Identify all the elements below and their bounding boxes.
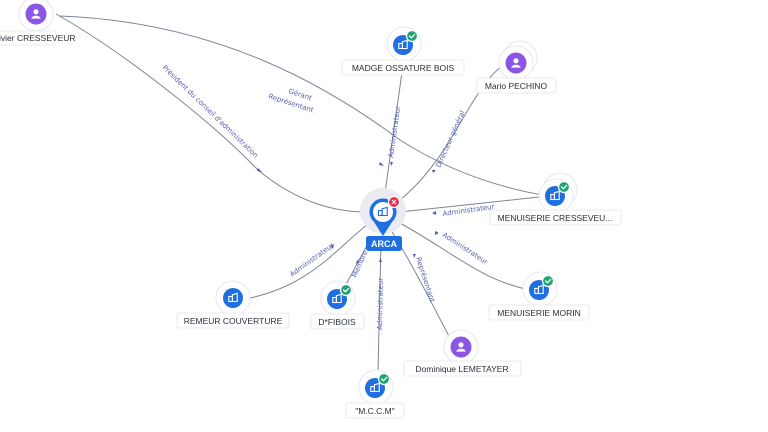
edge-olivier-menuiserie[interactable] [59, 15, 549, 197]
edge-label-remeur: Administrateur [288, 241, 335, 278]
arrow-madge [390, 162, 393, 166]
edge-menuiserie-cresseveur[interactable] [399, 195, 549, 213]
node-dominique-lemetayer[interactable]: Dominique LEMETAYER [403, 329, 522, 377]
edge-arrows [257, 162, 439, 264]
company-disc [223, 288, 243, 308]
close-badge-icon [391, 199, 397, 205]
node-label-bg [176, 312, 290, 329]
arrow-dominique [413, 254, 416, 258]
node-label-bg [476, 77, 557, 94]
node-label: Mario PECHINO [485, 81, 548, 91]
arrow-remeur [330, 244, 334, 249]
edge-olivier-center[interactable] [55, 13, 367, 213]
verified-badge [339, 283, 353, 297]
building-icon [377, 206, 388, 217]
node-menuiserie-morin[interactable]: MENUISERIE MORIN [488, 271, 590, 321]
verified-badge [405, 29, 419, 43]
node-remeur-couverture[interactable]: REMEUR COUVERTURE [176, 280, 290, 329]
arrow-olivier-center [257, 168, 262, 172]
node-label: REMEUR COUVERTURE [184, 316, 283, 326]
edge-mccm[interactable] [377, 241, 382, 373]
edges [55, 13, 549, 373]
edge-madge[interactable] [383, 57, 405, 201]
node-dfibois[interactable]: D*FIBOIS [310, 280, 365, 330]
edge-remeur[interactable] [249, 223, 369, 299]
node-label-bg [488, 304, 590, 321]
arrow-menuiserie-cresseveur [432, 211, 436, 215]
center-pin-inner [373, 202, 393, 222]
node-madge-ossature-bois[interactable]: MADGE OSSATURE BOIS [341, 26, 465, 76]
node-olivier[interactable]: ivier CRESSEVEUR [0, 0, 76, 46]
arrow-morin [435, 231, 439, 235]
node-label-bg [489, 209, 622, 226]
node-label-bg [0, 30, 57, 46]
node-label-bg [345, 402, 405, 419]
verified-badge [377, 372, 391, 386]
arrow-mccm [379, 258, 382, 262]
arrow-mario [432, 170, 436, 173]
node-label: MENUISERIE CRESSEVEU... [498, 213, 613, 223]
node-menuiserie-cresseveur[interactable]: MENUISERIE CRESSEVEU... [489, 172, 622, 226]
edge-label-mario: Directeur général [435, 109, 467, 168]
edge-label-morin: Administrateur [441, 231, 489, 266]
node-label: MADGE OSSATURE BOIS [352, 63, 455, 73]
node-mccm[interactable]: "M.C.C.M" [345, 369, 405, 419]
verified-badge [557, 180, 571, 194]
node-label: MENUISERIE MORIN [497, 308, 581, 318]
node-label: ivier CRESSEVEUR [0, 33, 76, 43]
arrow-olivier-menuiserie [379, 162, 384, 166]
center-label-bg [366, 236, 402, 251]
verified-badge [541, 274, 555, 288]
node-label-bg [310, 313, 365, 330]
center-label: ARCA [371, 239, 397, 249]
edge-morin[interactable] [397, 221, 531, 291]
arrow-dfibois [356, 260, 360, 264]
node-label-bg [403, 360, 522, 377]
edge-label-dfibois: Membre [351, 249, 370, 278]
node-label: D*FIBOIS [318, 317, 356, 327]
edge-mario[interactable] [399, 59, 513, 201]
node-label: "M.C.C.M" [355, 406, 395, 416]
node-label-bg [341, 59, 465, 76]
node-mario-pechino[interactable]: Mario PECHINO [476, 40, 557, 94]
edge-label-dominique: Représentant [414, 256, 436, 303]
edge-label-mccm: Administrateur [376, 278, 385, 330]
node-label: Dominique LEMETAYER [415, 364, 508, 374]
node-arca-center[interactable]: ARCA [360, 188, 406, 251]
edge-label-president: Président du conseil d'administration [161, 64, 260, 160]
